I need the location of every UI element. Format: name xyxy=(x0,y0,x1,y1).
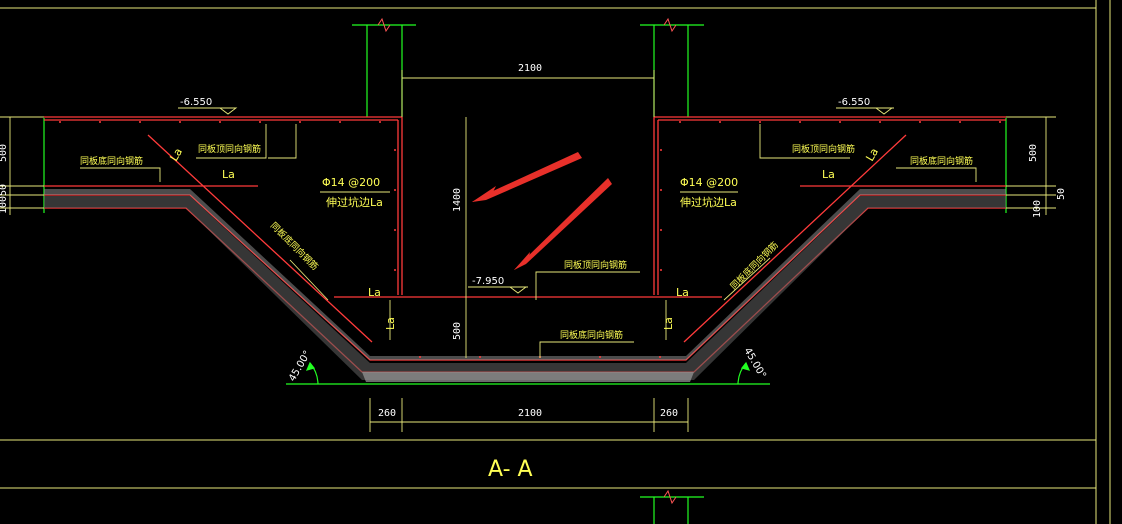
la-vertical-left: La xyxy=(384,317,397,330)
rebar-dots xyxy=(59,121,1001,358)
note-slab-bottom-left: 同板底同向钢筋 xyxy=(80,155,143,167)
dim-bottom-thickness: 500 xyxy=(452,322,463,340)
elevation-top-right: -6.550 xyxy=(838,97,870,108)
note-slab-top-left: 同板顶同向钢筋 xyxy=(198,143,261,155)
dim-pit-depth: 1400 xyxy=(452,188,463,212)
dim-right-50: 50 xyxy=(1056,188,1067,200)
rebar-spec-left: Φ14 @200 xyxy=(322,176,380,189)
la-left-slab: La xyxy=(222,168,235,181)
arrow-lower xyxy=(514,178,612,270)
elevation-top-left: -6.550 xyxy=(180,97,212,108)
extend-note-left: 伸过坑边La xyxy=(326,195,383,209)
note-slab-top-right: 同板顶同向钢筋 xyxy=(792,143,855,155)
dim-top-width: 2100 xyxy=(518,63,542,74)
la-right-slope: La xyxy=(863,146,881,164)
dim-right-100: 100 xyxy=(1032,200,1043,218)
dim-bottom-width: 2100 xyxy=(518,408,542,419)
la-right-slab: La xyxy=(822,168,835,181)
dim-left-500: 500 xyxy=(0,144,9,162)
note-pit-bottom: 同板底同向钢筋 xyxy=(560,329,623,341)
la-bottom-left: La xyxy=(368,286,381,299)
la-vertical-right: La xyxy=(662,317,675,330)
dim-left-50: 50 xyxy=(0,184,9,196)
note-slab-bottom-right: 同板底同向钢筋 xyxy=(910,155,973,167)
extend-note-right: 伸过坑边La xyxy=(680,195,737,209)
dim-bottom-left: 260 xyxy=(378,408,396,419)
la-left-slope: La xyxy=(167,146,185,164)
la-bottom-right: La xyxy=(676,286,689,299)
break-marks xyxy=(377,17,677,505)
ground-line xyxy=(286,361,770,385)
gravel-layer xyxy=(44,189,1006,382)
dim-left-100: 100 xyxy=(0,196,9,214)
dimension-lines xyxy=(0,70,1056,432)
elevation-bottom: -7.950 xyxy=(472,276,504,287)
dim-right-500: 500 xyxy=(1028,144,1039,162)
note-pit-top: 同板顶同向钢筋 xyxy=(564,259,627,271)
rebar-spec-right: Φ14 @200 xyxy=(680,176,738,189)
pit-outline xyxy=(44,116,1006,373)
section-title: A- A xyxy=(488,457,533,482)
dim-bottom-right: 260 xyxy=(660,408,678,419)
arrow-upper xyxy=(472,152,582,202)
highlight-arrows xyxy=(472,152,612,270)
